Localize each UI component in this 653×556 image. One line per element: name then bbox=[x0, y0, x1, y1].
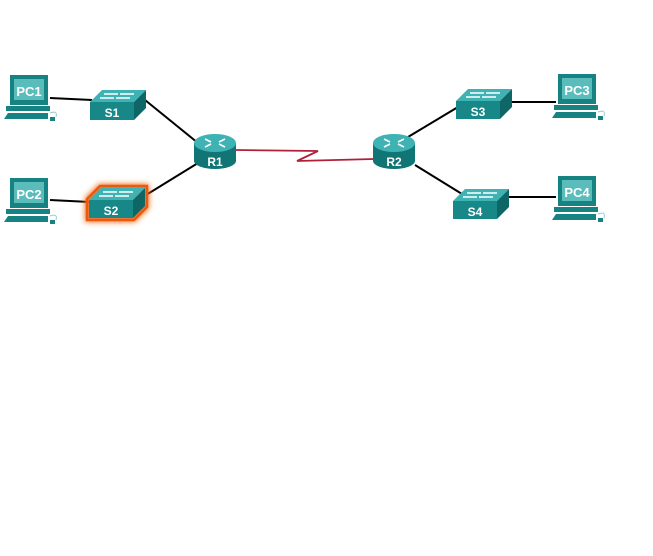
pc3[interactable]: PC3 bbox=[551, 73, 605, 121]
link-pc1-s1 bbox=[49, 97, 93, 101]
svg-text:PC3: PC3 bbox=[564, 83, 589, 98]
ethernet-links bbox=[49, 97, 556, 203]
pc1[interactable]: PC1 bbox=[3, 74, 57, 122]
router-r1[interactable]: R1 bbox=[193, 133, 237, 170]
switch-s2-highlighted[interactable]: S2 bbox=[85, 184, 149, 222]
svg-text:R1: R1 bbox=[207, 155, 223, 169]
svg-text:PC2: PC2 bbox=[16, 187, 41, 202]
link-s1-r1 bbox=[144, 99, 199, 144]
link-r2-s3 bbox=[407, 106, 459, 138]
svg-text:S1: S1 bbox=[105, 106, 120, 120]
link-pc2-s2 bbox=[49, 199, 91, 203]
switch-s4[interactable]: S4 bbox=[452, 188, 510, 220]
svg-text:PC4: PC4 bbox=[564, 185, 590, 200]
svg-text:S2: S2 bbox=[104, 204, 119, 218]
pc2[interactable]: PC2 bbox=[3, 177, 57, 225]
svg-text:PC1: PC1 bbox=[16, 84, 41, 99]
link-s2-r1 bbox=[145, 162, 199, 196]
svg-text:S4: S4 bbox=[468, 205, 483, 219]
link-r2-s4 bbox=[414, 164, 463, 195]
serial-link-r1-r2 bbox=[235, 149, 375, 162]
svg-text:S3: S3 bbox=[471, 105, 486, 119]
router-r2[interactable]: R2 bbox=[372, 133, 416, 170]
switch-s3[interactable]: S3 bbox=[455, 88, 513, 120]
switch-s1[interactable]: S1 bbox=[89, 89, 147, 121]
pc4[interactable]: PC4 bbox=[551, 175, 605, 223]
svg-text:R2: R2 bbox=[386, 155, 402, 169]
